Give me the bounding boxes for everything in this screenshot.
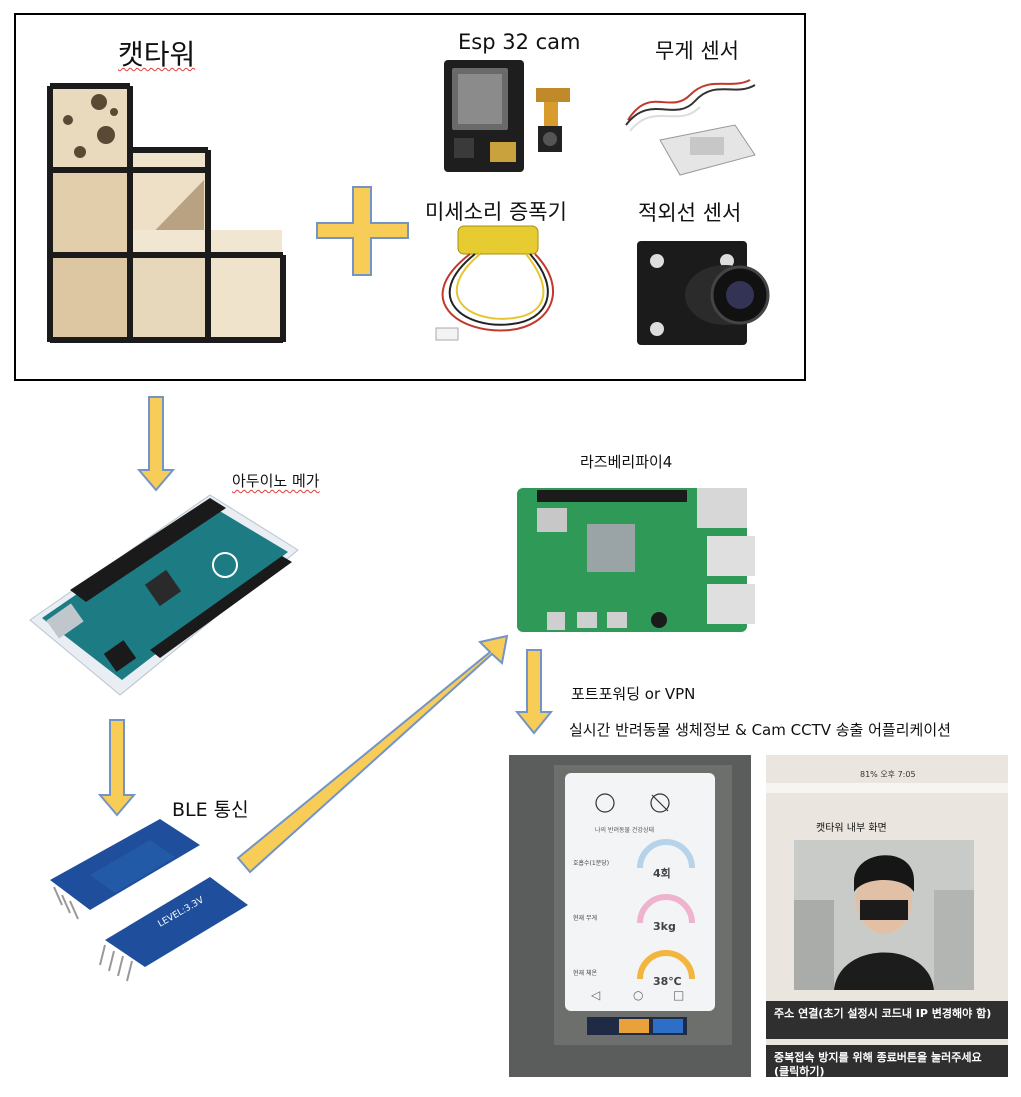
mic-amp-label: 미세소리 증폭기 [425,200,567,224]
connect-button-label: 주소 연결(초기 설정시 코드내 IP 변경해야 함) [774,1007,992,1020]
svg-text:□: □ [673,988,684,1002]
phone-health-photo: ◁ ○ □ 나의 반려동물 건강상태 호흡수(1분당) 4회 현재 무게 3kg… [509,755,751,1077]
health-title: 나의 반려동물 건강상태 [595,827,655,834]
status-bar: 81% 오후 7:05 [860,770,916,779]
row-label-temperature: 현재 체온 [573,970,597,977]
row-label-respiration: 호흡수(1분당) [573,860,610,867]
ble-module-image: LEVEL:3.3V [50,819,248,982]
arrow-raspberry-to-phones [514,649,554,735]
port-forwarding-label: 포트포워딩 or VPN [571,685,696,703]
arrow-ble-to-raspberry [236,634,509,874]
row-value-weight: 3kg [653,920,676,933]
mic-amplifier-image [435,225,554,341]
camera-screen-title: 캣타워 내부 화면 [816,823,887,834]
ble-label: BLE 통신 [172,799,249,821]
ir-sensor-label: 적외선 센서 [638,201,742,225]
raspberry-label: 라즈베리파이4 [580,453,673,471]
connect-button[interactable]: 주소 연결(초기 설정시 코드내 IP 변경해야 함) [766,1001,1008,1039]
app-description-label: 실시간 반려동물 생체정보 & Cam CCTV 송출 어플리케이션 [569,721,951,739]
component-box [14,13,806,381]
arrow-arduino-to-ble [97,719,137,817]
plus-icon [316,186,409,276]
raspberry-pi-image [517,488,755,632]
taskbar [587,1017,687,1035]
row-value-respiration: 4회 [653,867,671,880]
svg-text:○: ○ [633,988,643,1002]
esp32-cam-image [444,60,570,172]
phone-camera-photo: 81% 오후 7:05 캣타워 내부 화면 주소 연결(초기 설정시 코드내 I… [766,755,1008,1077]
disconnect-button-label: 중복접속 방지를 위해 종료버튼을 눌러주세요 (클릭하기) [774,1051,982,1077]
arduino-label: 아두이노 메가 [232,472,320,490]
ir-sensor-image [637,241,770,345]
bluetooth-icon [595,793,615,813]
svg-text:◁: ◁ [590,988,600,1002]
weight-sensor-image [625,79,756,176]
row-value-temperature: 38℃ [653,975,682,988]
bluetooth-off-icon [650,793,670,813]
arduino-mega-image [29,494,299,696]
row-label-weight: 현재 무게 [573,915,597,922]
camera-feed [794,840,974,990]
arrow-box-to-arduino [136,396,176,492]
esp-cam-label: Esp 32 cam [458,30,581,54]
health-screen: ◁ ○ □ 나의 반려동물 건강상태 호흡수(1분당) 4회 현재 무게 3kg… [565,773,715,1011]
weight-sensor-label: 무게 센서 [655,39,739,63]
cat-tower-image [47,83,286,343]
disconnect-button[interactable]: 중복접속 방지를 위해 종료버튼을 눌러주세요 (클릭하기) [766,1045,1008,1077]
cat-tower-label: 캣타워 [118,38,196,71]
